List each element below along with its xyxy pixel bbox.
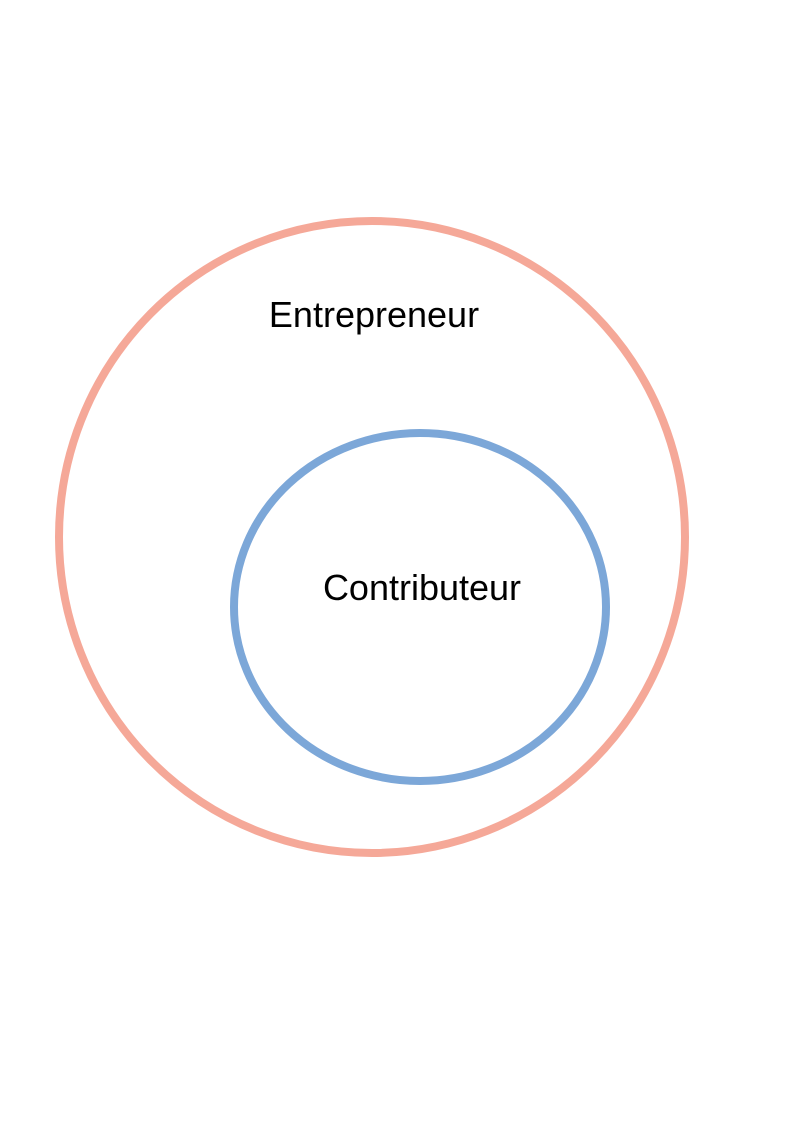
inner-circle-label: Contributeur xyxy=(323,567,521,608)
inner-circle-contributeur xyxy=(230,429,610,785)
outer-circle-label: Entrepreneur xyxy=(269,294,479,335)
outer-circle-entrepreneur xyxy=(55,217,689,857)
